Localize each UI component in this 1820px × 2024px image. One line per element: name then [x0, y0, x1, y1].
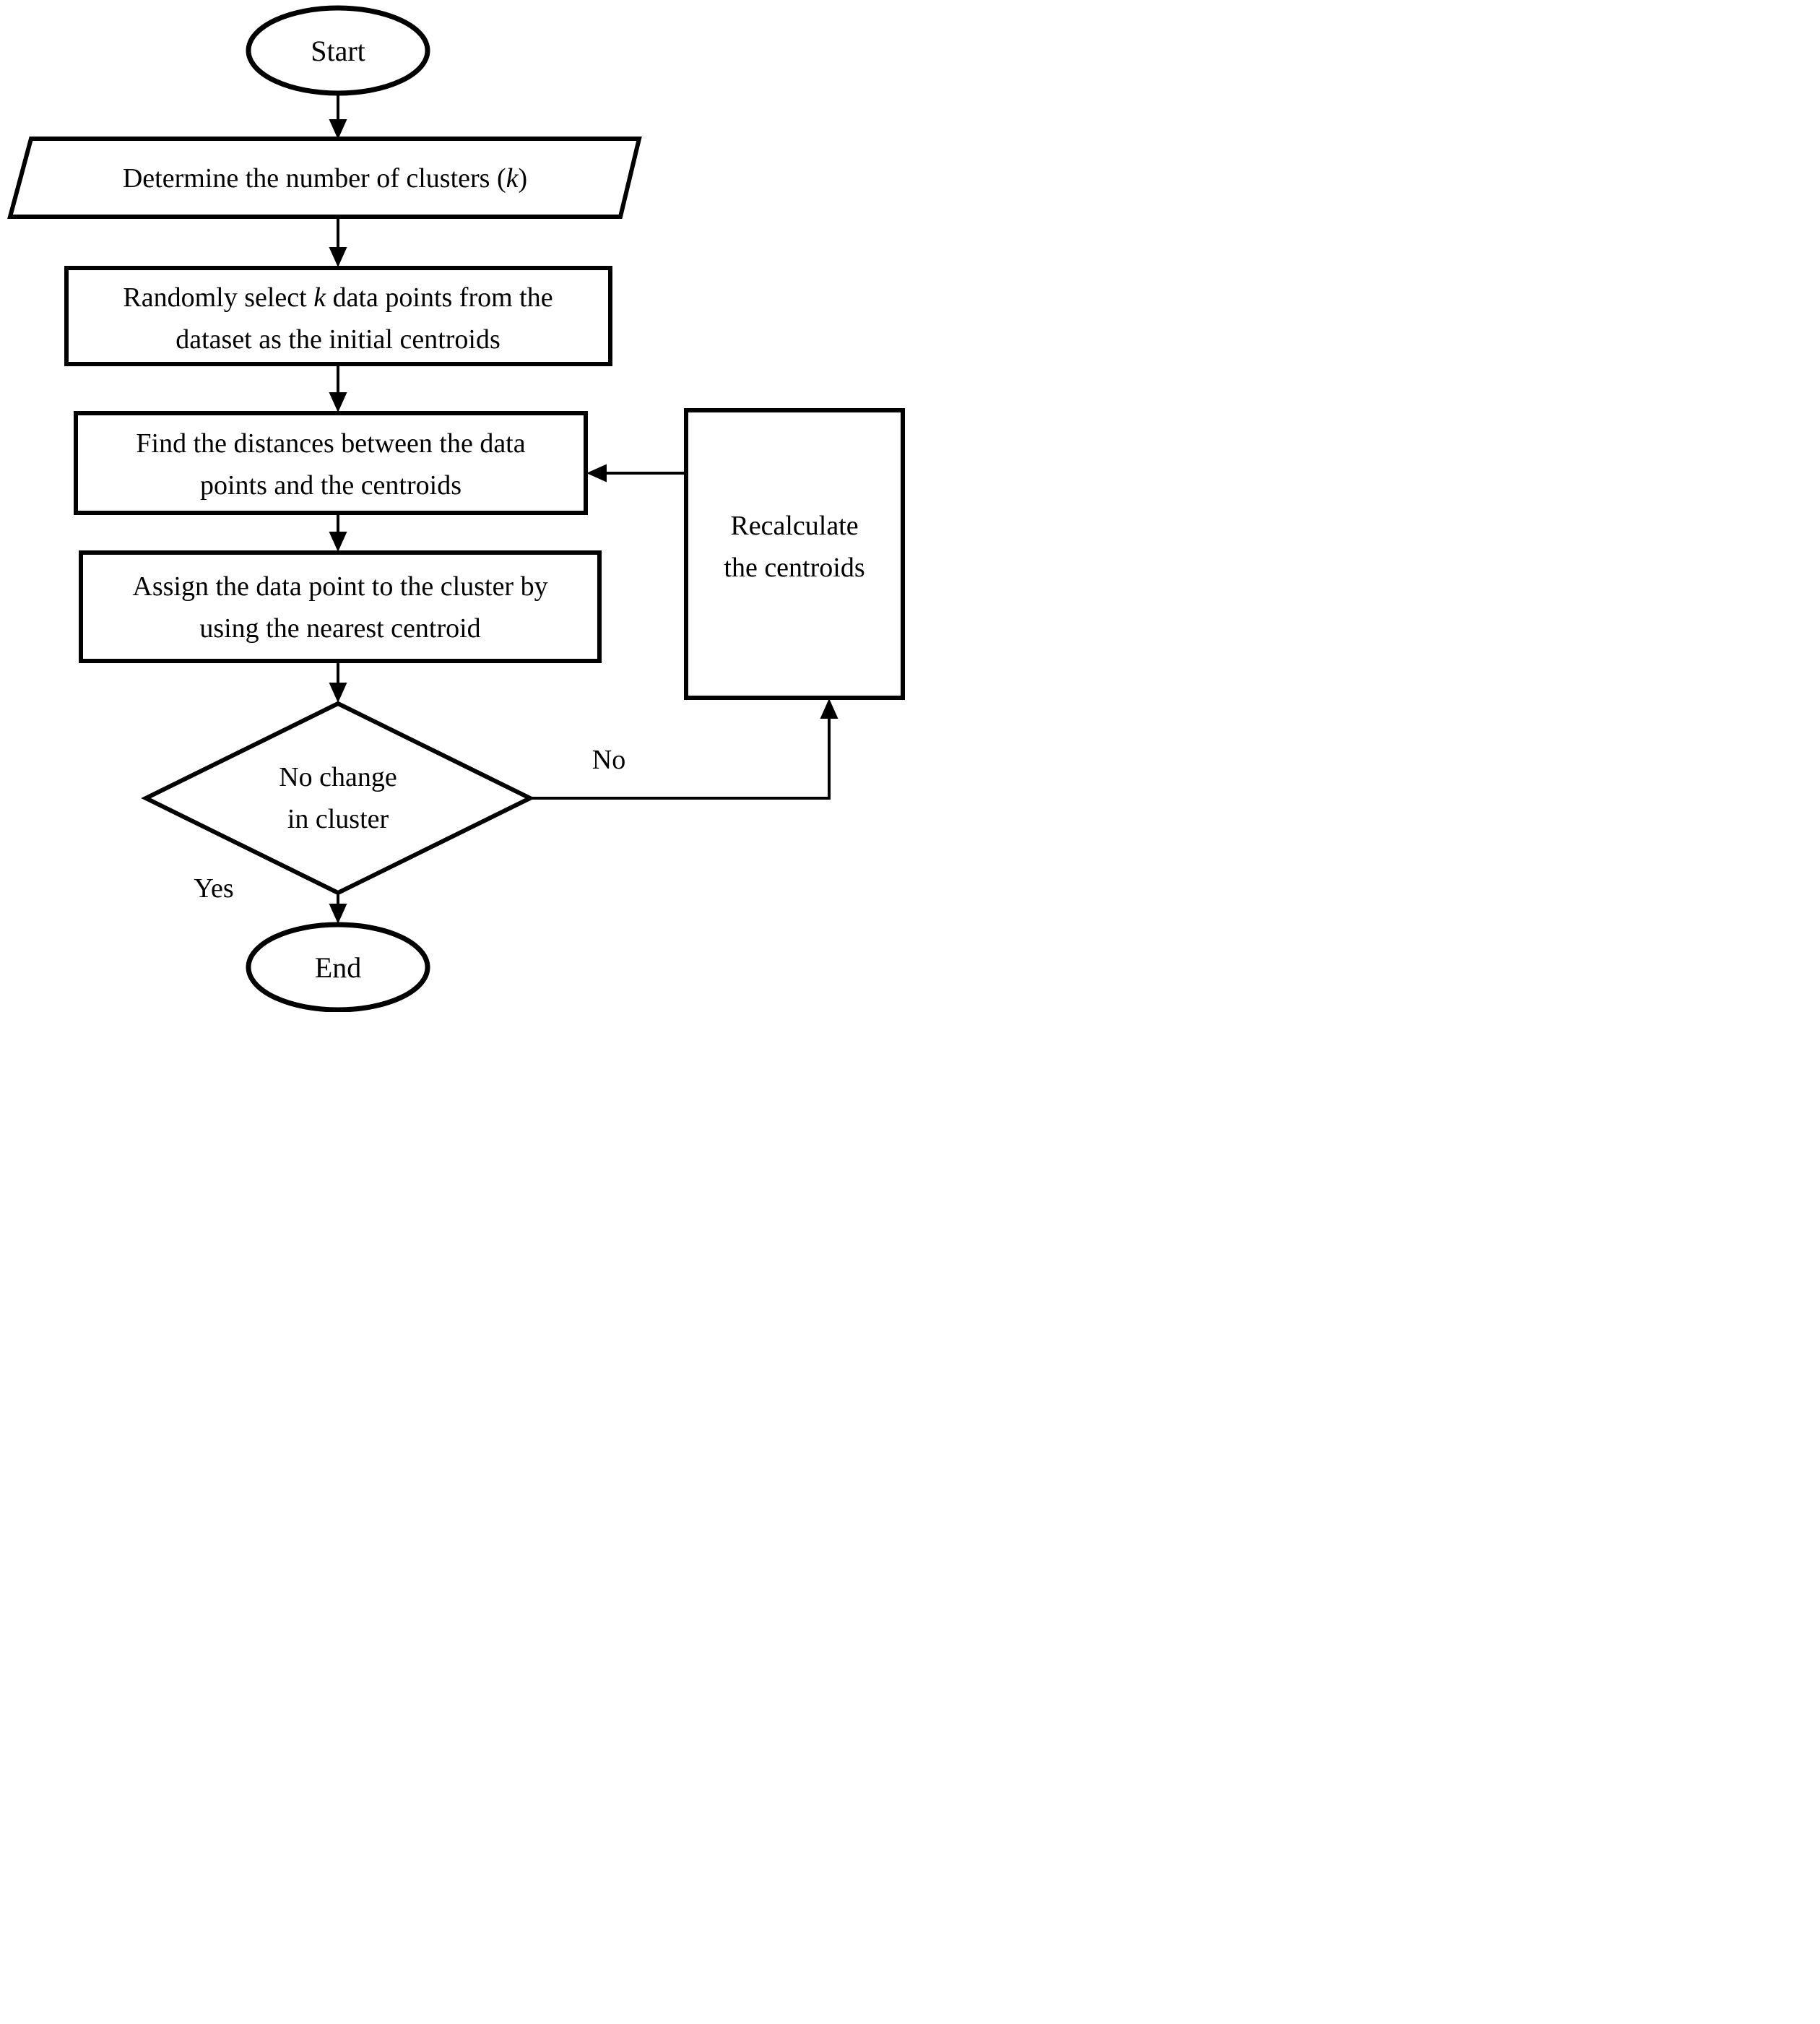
arrow-determine-to-random-head [329, 247, 347, 267]
edge-yes-label: Yes [194, 873, 233, 904]
decision-line1: No change [279, 762, 397, 792]
decision-diamond [141, 701, 535, 896]
edge-no-head [820, 699, 838, 719]
random-select-line1-post: data points from the [326, 282, 552, 313]
node-recalculate: Recalculate the centroids [684, 408, 905, 700]
assign-points-line2: using the nearest centroid [199, 613, 480, 644]
random-select-line1-var: k [313, 282, 326, 313]
random-select-line2: dataset as the initial centroids [176, 324, 500, 355]
recalculate-line1: Recalculate [730, 511, 858, 541]
determine-k-text-var: k [506, 163, 519, 194]
edge-no-label: No [592, 745, 625, 775]
recalculate-line2: the centroids [724, 553, 864, 583]
random-select-line1: Randomly select k data points from the [123, 282, 552, 313]
determine-k-text-post: ) [518, 163, 527, 194]
arrow-assign-to-decision-head [329, 683, 347, 703]
edge-no-polyline [530, 717, 831, 800]
flowchart-canvas: Start Determine the number of clusters (… [0, 0, 910, 1012]
arrow-start-to-determine-head [329, 119, 347, 139]
arrow-find-to-assign-head [329, 532, 347, 552]
flowchart-svg: Start Determine the number of clusters (… [7, 5, 905, 1012]
node-find-distances: Find the distances between the data poin… [74, 411, 588, 515]
determine-k-parallelogram [7, 137, 642, 219]
determine-k-label: Determine the number of clusters (k) [123, 163, 527, 194]
assign-points-line1: Assign the data point to the cluster by [132, 571, 547, 602]
random-select-rect [64, 266, 612, 366]
arrow-random-to-find-head [329, 392, 347, 412]
node-random-select: Randomly select k data points from the d… [64, 266, 612, 366]
edge-feedback-head [586, 464, 607, 483]
end-label: End [315, 951, 361, 984]
find-distances-rect [74, 411, 588, 515]
end-ellipse [246, 922, 430, 1012]
edge-yes-head [329, 904, 347, 924]
node-assign-points: Assign the data point to the cluster by … [79, 550, 602, 663]
node-start: Start [246, 5, 430, 96]
decision-line2: in cluster [287, 804, 389, 834]
random-select-line1-pre: Randomly select [123, 282, 313, 313]
node-decision: No change in cluster [141, 701, 535, 896]
node-end: End [246, 922, 430, 1012]
start-label: Start [311, 35, 365, 67]
assign-points-rect [79, 550, 602, 663]
find-distances-line1: Find the distances between the data [136, 428, 525, 459]
determine-k-text-pre: Determine the number of clusters ( [123, 163, 506, 194]
node-determine-k: Determine the number of clusters (k) [7, 137, 642, 219]
recalculate-rect [684, 408, 905, 700]
find-distances-line2: points and the centroids [200, 470, 462, 501]
